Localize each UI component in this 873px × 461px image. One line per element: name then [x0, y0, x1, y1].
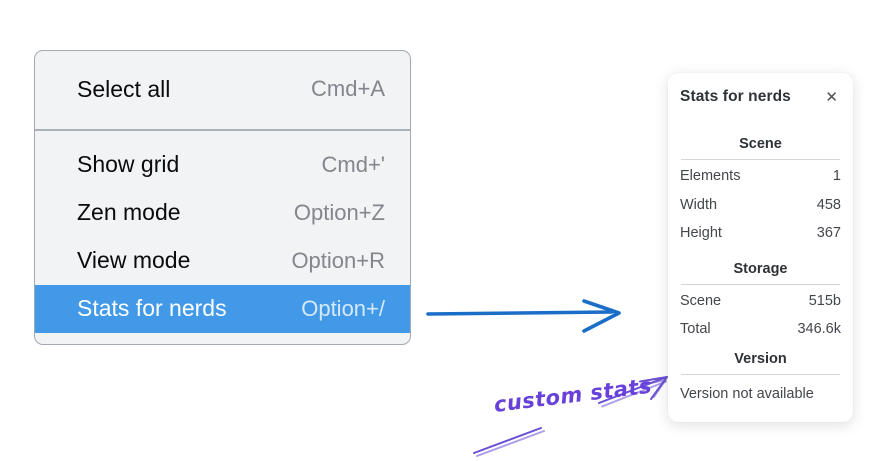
menu-item-shortcut: Cmd+A	[311, 76, 385, 101]
annotation-label: custom stats	[492, 373, 654, 417]
section-heading-version: Version	[734, 350, 787, 367]
stat-label: Scene	[680, 292, 722, 309]
stats-panel: Stats for nerds ✕ Scene Elements 1 Width…	[668, 73, 853, 422]
menu-section-main: Show grid Cmd+' Zen mode Option+Z View m…	[35, 131, 410, 344]
menu-item-zen-mode[interactable]: Zen mode Option+Z	[35, 189, 410, 237]
menu-item-label: View mode	[77, 247, 191, 273]
version-note: Version not available	[680, 385, 814, 402]
close-icon[interactable]: ✕	[825, 88, 838, 106]
stat-label: Total	[680, 321, 711, 338]
menu-item-shortcut: Option+Z	[293, 199, 385, 225]
pointer-arrow	[426, 299, 621, 333]
menu-item-show-grid[interactable]: Show grid Cmd+'	[35, 141, 410, 189]
stat-value: 515b	[808, 292, 841, 309]
menu-section-top: Select all Cmd+A	[35, 51, 410, 129]
menu-item-stats-for-nerds[interactable]: Stats for nerds Option+/	[35, 284, 410, 333]
section-heading-scene: Scene	[739, 136, 782, 152]
stat-value: 1	[832, 168, 841, 185]
menu-item-label: Select all	[77, 75, 171, 102]
menu-item-shortcut: Option+/	[301, 295, 385, 321]
stat-row-width: Width 458	[680, 191, 841, 220]
menu-item-label: Zen mode	[77, 199, 181, 225]
stat-value: 346.6k	[797, 321, 841, 338]
section-heading-storage: Storage	[733, 260, 788, 277]
menu-item-label: Show grid	[77, 151, 180, 177]
stat-value: 458	[816, 196, 841, 213]
menu-item-label: Stats for nerds	[77, 295, 227, 321]
section-rule	[681, 283, 840, 285]
stat-row-elements: Elements 1	[680, 162, 841, 191]
menu-item-shortcut: Option+R	[291, 247, 385, 273]
menu-item-select-all[interactable]: Select all Cmd+A	[35, 61, 410, 117]
menu-divider	[35, 129, 410, 131]
section-rule	[681, 159, 840, 160]
stat-row-height: Height 367	[680, 219, 841, 248]
stat-value: 367	[816, 225, 841, 242]
stat-label: Elements	[680, 168, 741, 185]
stats-panel-header: Stats for nerds ✕	[680, 86, 841, 108]
stat-row-scene-storage: Scene 515b	[680, 287, 841, 316]
menu-item-view-mode[interactable]: View mode Option+R	[35, 237, 410, 285]
context-menu: Select all Cmd+A Show grid Cmd+' Zen mod…	[34, 50, 411, 345]
menu-item-shortcut: Cmd+'	[321, 151, 386, 177]
stats-panel-title: Stats for nerds	[680, 88, 791, 105]
stat-label: Height	[680, 225, 722, 242]
stat-row-total-storage: Total 346.6k	[680, 315, 841, 344]
stat-label: Width	[680, 196, 718, 213]
section-rule	[681, 373, 840, 375]
